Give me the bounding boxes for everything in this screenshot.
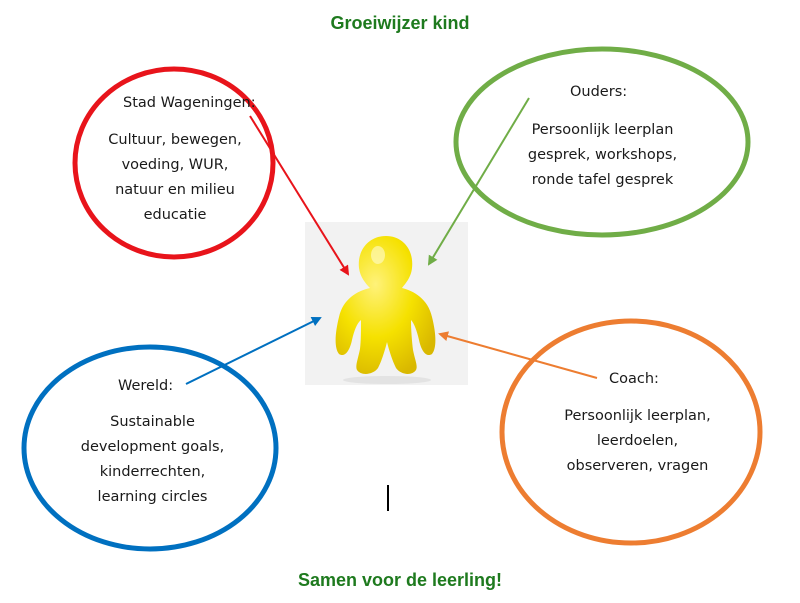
child-figure-highlight bbox=[371, 246, 385, 264]
wereld-line: Sustainable bbox=[70, 410, 235, 435]
wereld-heading: Wereld: bbox=[118, 378, 173, 394]
ouders-line: ronde tafel gesprek bbox=[510, 168, 695, 193]
stad-line: voeding, WUR, bbox=[100, 153, 250, 178]
wereld-line: kinderrechten, bbox=[70, 460, 235, 485]
child-figure-shadow bbox=[343, 376, 431, 384]
stad-line: Cultuur, bewegen, bbox=[100, 128, 250, 153]
arrow-coach-to-child bbox=[440, 334, 597, 378]
ouders-line: Persoonlijk leerplan bbox=[510, 118, 695, 143]
wereld-line: learning circles bbox=[70, 485, 235, 510]
coach-line: leerdoelen, bbox=[545, 429, 730, 454]
coach-line: observeren, vragen bbox=[545, 454, 730, 479]
arrow-wereld-to-child bbox=[186, 318, 320, 384]
coach-line: Persoonlijk leerplan, bbox=[545, 404, 730, 429]
stad-wageningen-heading: Stad Wageningen: bbox=[123, 95, 256, 111]
wereld-line: development goals, bbox=[70, 435, 235, 460]
stad-line: natuur en milieu bbox=[100, 178, 250, 203]
stad-wageningen-description: Cultuur, bewegen, voeding, WUR, natuur e… bbox=[100, 128, 250, 228]
wereld-description: Sustainable development goals, kinderrec… bbox=[70, 410, 235, 510]
child-figure-body bbox=[336, 236, 436, 374]
text-cursor bbox=[387, 485, 389, 511]
coach-heading: Coach: bbox=[609, 371, 659, 387]
stad-line: educatie bbox=[100, 203, 250, 228]
coach-description: Persoonlijk leerplan, leerdoelen, observ… bbox=[545, 404, 730, 479]
ouders-heading: Ouders: bbox=[570, 84, 627, 100]
ouders-description: Persoonlijk leerplan gesprek, workshops,… bbox=[510, 118, 695, 193]
ouders-line: gesprek, workshops, bbox=[510, 143, 695, 168]
child-figure bbox=[336, 236, 436, 384]
